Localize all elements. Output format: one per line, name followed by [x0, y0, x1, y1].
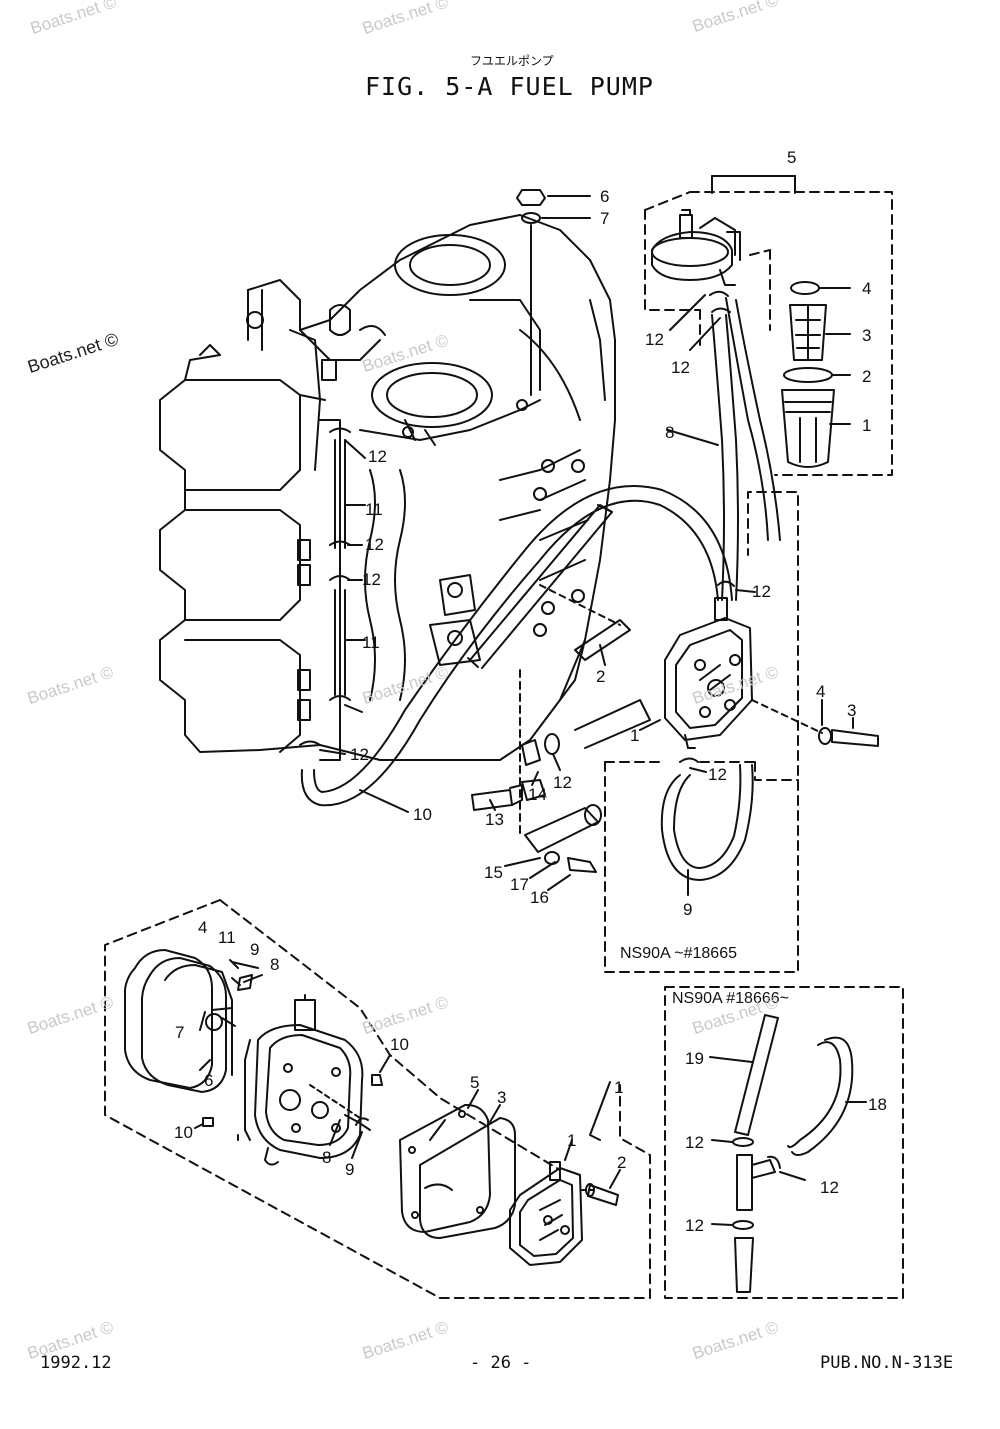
- callout-12: 12: [820, 1178, 839, 1197]
- callout-11: 11: [362, 633, 380, 652]
- callout-5: 5: [787, 148, 796, 167]
- callout-1: 1: [630, 726, 639, 745]
- callout-12: 12: [671, 358, 690, 377]
- callout-16: 16: [530, 888, 549, 907]
- callout-8: 8: [322, 1148, 331, 1167]
- callout-15: 15: [484, 863, 503, 882]
- cooling-tubes-11: [299, 427, 366, 755]
- footer-date: 1992.12: [40, 1353, 112, 1373]
- cylinder-left-panel: [319, 419, 341, 761]
- callout-12: 12: [553, 773, 572, 792]
- callout-10: 10: [413, 805, 432, 824]
- callout-8: 8: [665, 423, 674, 442]
- callout-4: 4: [198, 918, 207, 937]
- figure-title: FIG. 5-A FUEL PUMP: [365, 72, 654, 101]
- callout-12: 12: [645, 330, 664, 349]
- lower-exploded-pump: [104, 899, 651, 1299]
- callout-11: 11: [218, 928, 236, 947]
- short-hose-2: [539, 584, 651, 749]
- callout-2: 2: [617, 1153, 626, 1172]
- callout-3: 3: [497, 1088, 506, 1107]
- callout-12: 12: [708, 765, 727, 784]
- callout-3: 3: [862, 326, 871, 345]
- variant-label-old: NS90A ~#18665: [620, 945, 737, 962]
- callout-13: 13: [485, 810, 504, 829]
- japanese-subtitle: フユエルポンプ: [470, 54, 554, 68]
- callout-12: 12: [365, 535, 384, 554]
- fuel-pump-body: [639, 580, 879, 773]
- fittings-13-17: [471, 669, 602, 891]
- nut-and-washer: [516, 189, 591, 396]
- engine-block-outline: [159, 214, 616, 761]
- callout-4: 4: [862, 279, 871, 298]
- callout-14: 14: [528, 785, 547, 804]
- footer-page-number: - 26 -: [470, 1353, 532, 1373]
- box-new-variant: [664, 986, 904, 1299]
- variant-label-new: NS90A #18666~: [672, 990, 789, 1007]
- callout-6: 6: [204, 1071, 213, 1090]
- callout-8: 8: [270, 955, 279, 974]
- callout-19: 19: [685, 1049, 704, 1068]
- callout-9: 9: [345, 1160, 354, 1179]
- callout-2: 2: [596, 667, 605, 686]
- callout-17: 17: [510, 875, 529, 894]
- callout-1: 1: [567, 1131, 576, 1150]
- footer-publication-number: PUB.NO.N-313E: [820, 1353, 954, 1373]
- callout-12: 12: [752, 582, 771, 601]
- callout-12: 12: [368, 447, 387, 466]
- callout-10: 10: [174, 1123, 193, 1142]
- callout-18: 18: [868, 1095, 887, 1114]
- fuel-hoses: [300, 297, 781, 813]
- callout-4: 4: [816, 682, 825, 701]
- callout-2: 2: [862, 367, 871, 386]
- callout-7: 7: [600, 209, 609, 228]
- callout-11: 11: [365, 500, 383, 519]
- fuel-strainer-assembly: [644, 175, 893, 476]
- callout-6: 6: [600, 187, 609, 206]
- callout-1: 1: [862, 416, 871, 435]
- callout-10: 10: [390, 1035, 409, 1054]
- callout-12: 12: [350, 745, 369, 764]
- callout-9: 9: [683, 900, 692, 919]
- callout-1: 1: [614, 1078, 623, 1097]
- callout-7: 7: [175, 1023, 184, 1042]
- callout-9: 9: [250, 940, 259, 959]
- callout-3: 3: [847, 701, 856, 720]
- callout-12: 12: [685, 1216, 704, 1235]
- callout-5: 5: [470, 1073, 479, 1092]
- callout-labels: 5 6 7 4 3 2 1 12 12 8 12 11 12 12 11 12 …: [174, 148, 887, 1235]
- callout-12: 12: [362, 570, 381, 589]
- box-old-variant: [604, 491, 799, 973]
- callout-12: 12: [685, 1133, 704, 1152]
